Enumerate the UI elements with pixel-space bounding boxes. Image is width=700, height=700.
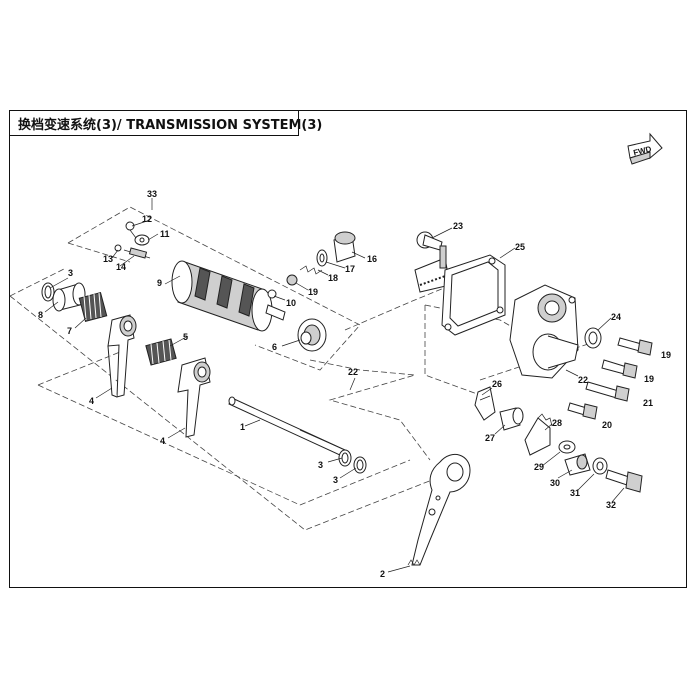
part-24-seal [584, 327, 602, 349]
diagram-title: 换档变速系统(3)/ TRANSMISSION SYSTEM(3) [18, 117, 323, 133]
callout-23: 23 [453, 221, 463, 231]
part-19-bolt-3 [567, 402, 598, 420]
part-17-spring [299, 265, 323, 275]
callout-32: 32 [606, 500, 616, 510]
part-4-shift-fork-right [177, 357, 211, 438]
part-32-bolt [605, 469, 643, 493]
part-25-gasket [441, 254, 506, 336]
part-27-collar [499, 407, 524, 431]
callout-16: 17 [345, 264, 355, 274]
part-1-fork-shaft [228, 396, 346, 457]
fwd-arrow-icon: FWD [627, 132, 663, 165]
callout-22: 22 [348, 367, 358, 377]
part-2-shift-arm [407, 453, 471, 566]
callout-3-lower-a: 3 [318, 460, 323, 470]
callout-11: 11 [160, 229, 170, 239]
part-28-gear-sector [524, 413, 553, 456]
callout-29: 29 [534, 462, 544, 472]
part-10-shift-cam [297, 318, 327, 352]
part-6-spring [78, 291, 108, 323]
callout-24: 24 [611, 312, 621, 322]
callout-28: 28 [552, 418, 562, 428]
part-8-shift-drum [171, 260, 286, 332]
part-11-plate [134, 234, 150, 246]
callout-19-b: 19 [644, 374, 654, 384]
part-14-spring-pin [123, 247, 151, 259]
leader-lines [44, 198, 625, 573]
callout-31: 31 [570, 488, 580, 498]
callout-21: 22 [578, 375, 588, 385]
part-21-shift-cover [509, 284, 579, 379]
callout-25: 25 [515, 242, 525, 252]
callout-15: 16 [367, 254, 377, 264]
part-13-pin [114, 244, 122, 252]
part-26-stopper-lever [474, 386, 496, 421]
callout-6: 7 [67, 326, 72, 336]
part-3-circlip-lower [338, 449, 367, 474]
callout-8: 9 [157, 278, 162, 288]
part-29-washer [558, 440, 576, 454]
assembly-group-33-outline [67, 206, 361, 371]
part-12-bolt [125, 221, 137, 239]
part-7-collar [52, 282, 86, 312]
callout-10: 6 [272, 342, 277, 352]
callout-14: 14 [116, 262, 126, 272]
part-30-spring [564, 453, 591, 476]
callout-2: 2 [380, 569, 385, 579]
part-16-washer [316, 249, 328, 267]
callout-13: 13 [103, 254, 113, 264]
title-box: 换档变速系统(3)/ TRANSMISSION SYSTEM(3) [9, 110, 322, 136]
callout-5: 5 [183, 332, 188, 342]
part-4-shift-fork-left [107, 314, 137, 398]
callout-9: 10 [286, 298, 296, 308]
callout-27: 27 [485, 433, 495, 443]
callout-4-left: 4 [89, 396, 94, 406]
part-19-bolt-1 [617, 337, 653, 356]
callout-12: 12 [142, 214, 152, 224]
callout-26: 26 [492, 379, 502, 389]
part-19-bolt-2 [601, 359, 638, 379]
callout-19-c: 20 [602, 420, 612, 430]
callout-19-a: 19 [661, 350, 671, 360]
callout-17: 18 [328, 273, 338, 283]
callout-30: 30 [550, 478, 560, 488]
callout-labels: 3 8 7 4 4 5 9 33 12 11 13 14 10 6 19 18 … [38, 189, 671, 579]
part-18-ball [286, 274, 298, 286]
part-23-shift-shaft-gear [414, 231, 451, 293]
part-5-spring [145, 338, 177, 366]
part-20-bolt [585, 381, 630, 402]
fwd-label: FWD [632, 144, 652, 157]
callout-4-right: 4 [160, 436, 165, 446]
callout-3-lower-b: 3 [333, 475, 338, 485]
callout-33: 33 [147, 189, 157, 199]
callout-7: 8 [38, 310, 43, 320]
callout-1: 1 [240, 422, 245, 432]
part-9-pin [267, 289, 277, 299]
diagram-frame [9, 110, 687, 588]
part-31-washer [592, 457, 608, 475]
callout-20: 21 [643, 398, 653, 408]
callout-18: 19 [308, 287, 318, 297]
part-3-circlip-top [41, 282, 55, 302]
callout-3-top: 3 [68, 268, 73, 278]
part-15-plug [333, 231, 356, 263]
